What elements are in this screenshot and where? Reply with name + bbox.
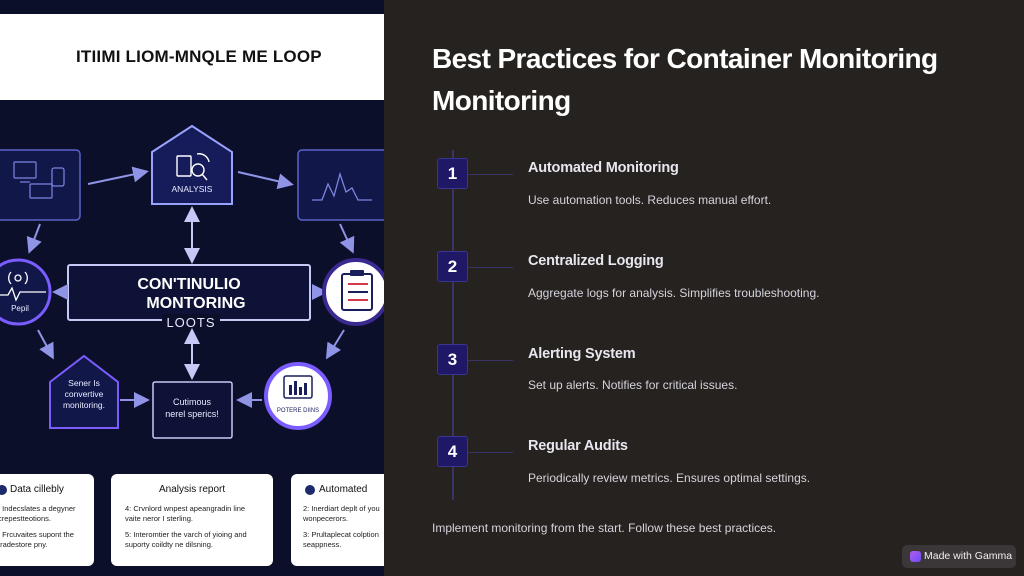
timeline-line	[452, 150, 454, 500]
step-number: 4	[437, 436, 468, 467]
clipboard-icon	[341, 270, 373, 311]
step-title: Regular Audits	[528, 438, 628, 454]
devices-icon	[13, 161, 65, 199]
page-title: Best Practices for Container Monitoring …	[432, 38, 992, 122]
made-with-gamma-badge[interactable]: Made with Gamma	[902, 545, 1016, 568]
sener-line-3: monitoring.	[63, 400, 105, 410]
page-title-line-1: Best Practices for Container Monitoring	[432, 43, 938, 74]
data-card-line: crepestteotions.	[0, 514, 51, 523]
potere-node: POTERE DIINS	[264, 362, 332, 430]
timeline-connector	[468, 452, 513, 453]
timeline-connector	[468, 360, 513, 361]
center-line-2: MONTORING	[146, 295, 245, 312]
continuous-monitoring-node: CON'TINULIO MONTORING LOOTS	[67, 264, 311, 330]
analysis-label: ANALYSIS	[172, 184, 213, 194]
devices-node	[0, 149, 81, 221]
checklist-node	[322, 258, 384, 326]
monitoring-loop-diagram: ANALYSIS CON'TINULIO MONTORING LOOTS	[0, 124, 384, 439]
broadcast-icon	[0, 271, 46, 302]
illustration-banner	[0, 14, 384, 100]
timeline-connector	[468, 267, 513, 268]
gamma-logo-icon	[910, 551, 921, 562]
step-number: 2	[437, 251, 468, 282]
illustration-panel: ITIIMI LIOM-MNQLE ME LOOP	[0, 0, 384, 576]
sener-line-1: Sener Is	[68, 378, 100, 388]
chart-node	[297, 149, 384, 221]
sener-line-2: convertive	[65, 389, 104, 399]
center-line-1: CON'TINULIO	[137, 276, 240, 293]
automated-card-line: 2: Inerdiart deplt of you	[303, 504, 380, 513]
step-title: Automated Monitoring	[528, 160, 679, 176]
potere-label: POTERE DIINS	[277, 408, 319, 414]
step-description: Use automation tools. Reduces manual eff…	[528, 193, 772, 207]
step-number: 1	[437, 158, 468, 189]
bar-chart-icon	[283, 375, 313, 399]
analysis-report-line: 5: Interomtier the varch of yioing and	[125, 530, 247, 539]
center-line-3: LOOTS	[166, 315, 215, 330]
bullet-icon	[0, 485, 7, 495]
automated-card-line: seappness.	[303, 540, 342, 549]
data-card-title: Data cillebly	[10, 484, 64, 495]
step-number: 3	[437, 344, 468, 375]
automated-card-line: wonpecerors.	[303, 514, 349, 523]
automated-card-title: Automated	[319, 484, 368, 495]
page-title-line-2: Monitoring	[432, 85, 571, 116]
analysis-report-line: suporty coildty ne dilsning.	[125, 540, 213, 549]
data-card-line: : Indecslates a degyner	[0, 504, 76, 513]
timeline-connector	[468, 174, 513, 175]
footer-text: Implement monitoring from the start. Fol…	[432, 521, 777, 535]
cutimous-line-1: Cutimous	[173, 397, 212, 407]
step-description: Periodically review metrics. Ensures opt…	[528, 471, 811, 485]
cutimous-node: Cutimous nerel sperics!	[152, 381, 233, 439]
bullet-icon	[305, 485, 315, 495]
data-card-line: tradestore pny.	[0, 540, 48, 549]
illustration-banner-title: ITIIMI LIOM-MNQLE ME LOOP	[76, 47, 322, 66]
step-title: Alerting System	[528, 346, 636, 362]
automated-card-line: 3: Prultaplecat colption	[303, 530, 379, 539]
step-description: Set up alerts. Notifies for critical iss…	[528, 378, 738, 392]
sener-node: Sener Is convertive monitoring.	[49, 354, 119, 429]
pepil-node: Pepil	[0, 258, 52, 326]
analysis-icon	[176, 153, 210, 181]
automated-card: Automated 2: Inerdiart deplt of you wonp…	[291, 474, 384, 566]
analysis-report-line: 4: Crvnlord wnpest apeangradin line	[125, 504, 246, 513]
line-chart-icon	[312, 171, 372, 201]
data-card-line: : Frcuvaites supont the	[0, 530, 74, 539]
pepil-label: Pepil	[11, 304, 29, 313]
step-title: Centralized Logging	[528, 253, 664, 269]
analysis-report-card: Analysis report 4: Crvnlord wnpest apean…	[111, 474, 273, 566]
analysis-node: ANALYSIS	[151, 124, 233, 205]
step-description: Aggregate logs for analysis. Simplifies …	[528, 286, 820, 300]
analysis-report-line: vaite neror I sterling.	[125, 514, 193, 523]
cutimous-line-2: nerel sperics!	[165, 409, 219, 419]
data-card: Data cillebly : Indecslates a degyner cr…	[0, 474, 94, 566]
analysis-report-title: Analysis report	[159, 484, 226, 495]
gamma-badge-label: Made with Gamma	[924, 550, 1013, 562]
